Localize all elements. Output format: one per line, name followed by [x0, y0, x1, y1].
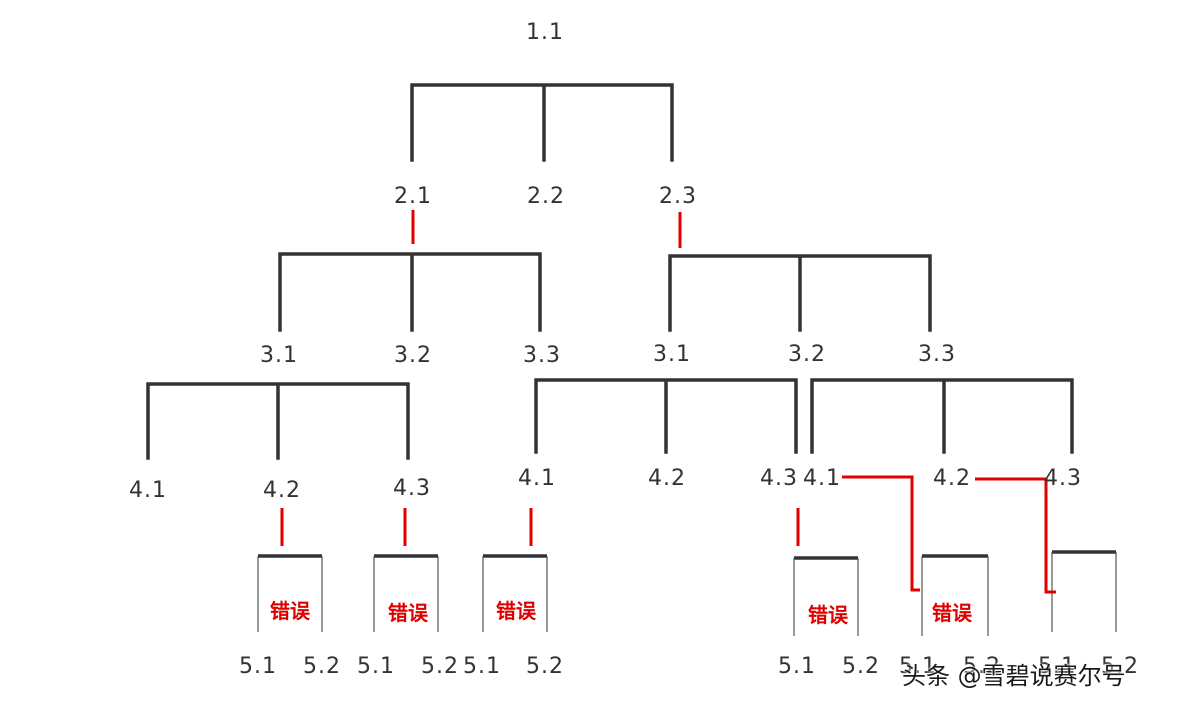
- leaf-5-1: 5.1: [778, 654, 816, 679]
- node-a-4-3: 4.3: [393, 476, 431, 501]
- error-label-5: 错误: [932, 601, 972, 625]
- node-c-4-1: 4.1: [803, 466, 841, 491]
- error-box-2: [373, 554, 439, 632]
- node-b-4-1: 4.1: [518, 466, 556, 491]
- error-label-4: 错误: [808, 603, 848, 627]
- node-c-4-3: 4.3: [1044, 466, 1082, 491]
- node-right-3-1: 3.1: [653, 342, 691, 367]
- leaf-5-1: 5.1: [239, 654, 277, 679]
- leaf-5-2: 5.2: [526, 654, 564, 679]
- bracket-2-1: [278, 252, 542, 332]
- node-2-1: 2.1: [394, 184, 432, 209]
- leaf-5-1: 5.1: [1038, 654, 1076, 679]
- bracket-l-3-3: [534, 378, 798, 454]
- bracket-1-1: [410, 83, 674, 162]
- error-box-1: [257, 554, 323, 632]
- leaf-5-2: 5.2: [303, 654, 341, 679]
- error-box-3: [482, 554, 548, 632]
- node-1-1: 1.1: [526, 20, 564, 45]
- node-right-3-3: 3.3: [918, 342, 956, 367]
- leaf-5-1: 5.1: [463, 654, 501, 679]
- node-left-3-1: 3.1: [260, 343, 298, 368]
- node-left-3-3: 3.3: [523, 343, 561, 368]
- bracket-r-3-3: [810, 378, 1074, 454]
- node-right-3-2: 3.2: [788, 342, 826, 367]
- red-link-c-4-1: [842, 475, 920, 592]
- node-c-4-2: 4.2: [933, 466, 971, 491]
- error-label-1: 错误: [270, 599, 310, 623]
- leaf-5-2: 5.2: [842, 654, 880, 679]
- error-label-3: 错误: [496, 599, 536, 623]
- red-link-c-4-2: [975, 477, 1056, 594]
- node-a-4-1: 4.1: [129, 478, 167, 503]
- bracket-2-3: [668, 254, 932, 332]
- leaf-5-2: 5.2: [963, 654, 1001, 679]
- leaf-5-2: 5.2: [421, 654, 459, 679]
- error-box-5: [921, 554, 989, 636]
- bracket-l-3-1: [146, 382, 410, 460]
- node-b-4-2: 4.2: [648, 466, 686, 491]
- leaf-5-1: 5.1: [357, 654, 395, 679]
- watermark: 头条 @雪碧说赛尔号: [902, 662, 1126, 690]
- node-b-4-3: 4.3: [760, 466, 798, 491]
- node-2-3: 2.3: [659, 184, 697, 209]
- empty-box-6: [1051, 550, 1117, 632]
- error-box-4: [793, 556, 859, 636]
- node-a-4-2: 4.2: [263, 478, 301, 503]
- node-left-3-2: 3.2: [394, 343, 432, 368]
- leaf-5-2: 5.2: [1101, 654, 1139, 679]
- leaf-5-1: 5.1: [899, 654, 937, 679]
- node-2-2: 2.2: [527, 184, 565, 209]
- error-label-2: 错误: [388, 601, 428, 625]
